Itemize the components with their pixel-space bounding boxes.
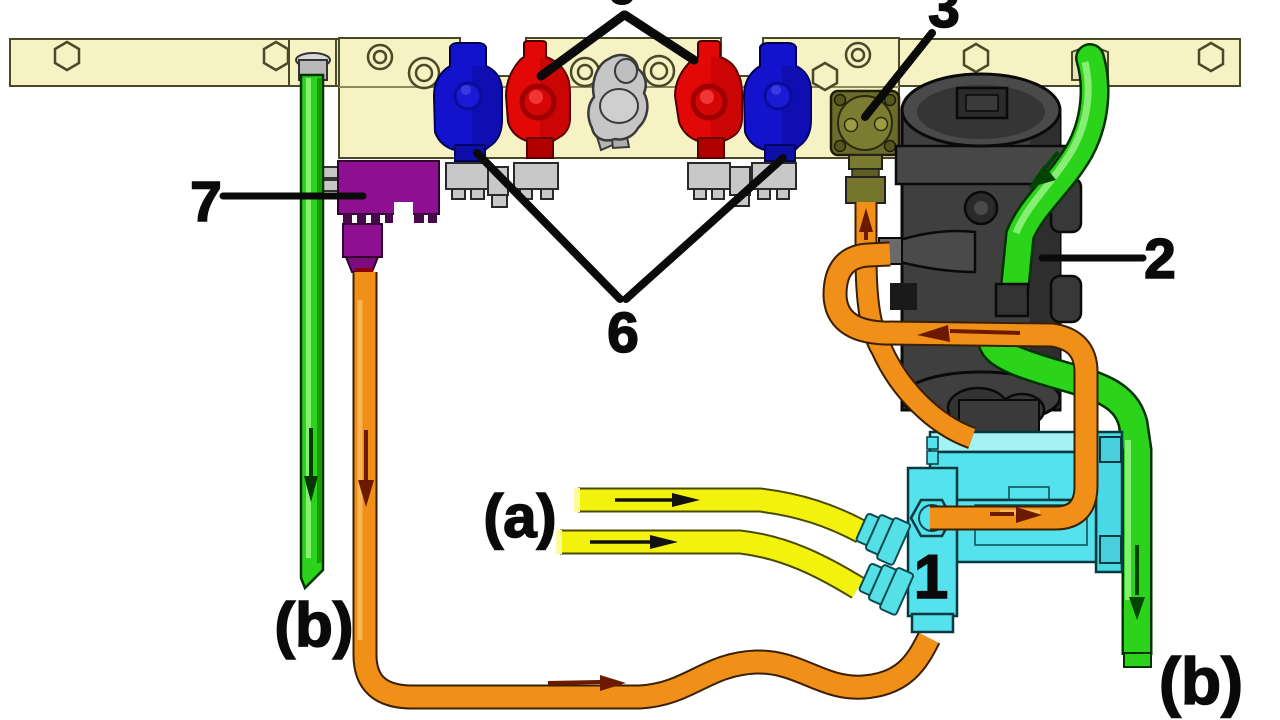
svg-text:(a): (a)	[483, 483, 556, 550]
svg-text:(b): (b)	[274, 591, 353, 660]
svg-text:1: 1	[914, 543, 948, 612]
svg-text:6: 6	[607, 301, 639, 365]
svg-text:3: 3	[928, 0, 960, 40]
svg-text:(b): (b)	[1159, 644, 1243, 718]
svg-text:7: 7	[190, 170, 222, 234]
svg-text:2: 2	[1144, 227, 1176, 291]
